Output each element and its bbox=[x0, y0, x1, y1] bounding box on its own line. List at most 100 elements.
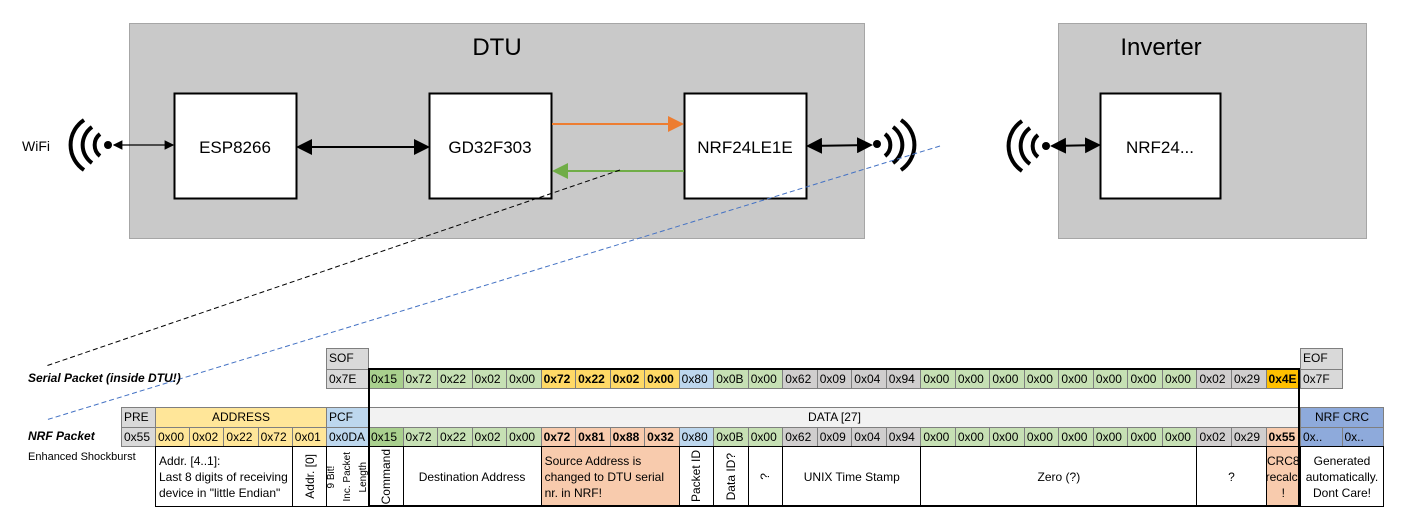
description-line: Last 8 digits of receiving bbox=[159, 469, 288, 484]
nrf-byte-cell: 0x00 bbox=[1023, 427, 1060, 447]
address-byte-cell: 0x01 bbox=[291, 427, 327, 447]
addr0-description: Addr. [0] bbox=[292, 446, 327, 507]
nrf24le1e-label: NRF24LE1E bbox=[697, 138, 792, 157]
pre-header: PRE bbox=[121, 407, 156, 428]
nrf-byte-cell: 0x00 bbox=[1058, 427, 1094, 447]
field-description-text: Packet ID bbox=[689, 450, 704, 503]
inverter-nrf-box bbox=[1099, 92, 1222, 200]
serial-byte-cell: 0x00 bbox=[644, 369, 680, 389]
field-description-text: Data ID? bbox=[723, 452, 738, 501]
field-description-text: Command bbox=[378, 448, 393, 505]
data-field-description: Destination Address bbox=[402, 446, 542, 507]
serial-byte-cell: 0x09 bbox=[816, 369, 853, 389]
wifi-label: WiFi bbox=[22, 138, 50, 154]
serial-byte-cell: 0x00 bbox=[1127, 369, 1163, 389]
serial-byte-cell: 0x22 bbox=[437, 369, 473, 389]
nrf-byte-cell: 0x81 bbox=[575, 427, 611, 447]
serial-packet-label: Serial Packet (inside DTU!) bbox=[28, 371, 181, 385]
field-description-text: Addr. [0] bbox=[302, 454, 317, 499]
field-description-text: UNIX Time Stamp bbox=[803, 469, 900, 484]
description-line: 9 Bit! bbox=[325, 465, 337, 488]
nrf-byte-cell: 0x55 bbox=[1265, 427, 1302, 447]
nrf-packet-sublabel: Enhanced Shockburst bbox=[28, 451, 136, 463]
nrf-byte-cell: 0x80 bbox=[678, 427, 715, 447]
field-description-text: ? bbox=[1228, 469, 1235, 484]
serial-byte-cell: 0x00 bbox=[747, 369, 784, 389]
sof-header: SOF bbox=[326, 348, 369, 370]
nrf-byte-cell: 0x00 bbox=[1127, 427, 1163, 447]
description-line: Addr. [4..1]: bbox=[159, 453, 221, 468]
serial-byte-cell: 0x22 bbox=[575, 369, 611, 389]
data-field-description: UNIX Time Stamp bbox=[782, 446, 922, 507]
serial-byte-cell: 0x72 bbox=[540, 369, 577, 389]
nrf-byte-cell: 0x88 bbox=[609, 427, 646, 447]
nrf-byte-cell: 0x00 bbox=[506, 427, 542, 447]
nrf-byte-cell: 0x94 bbox=[885, 427, 922, 447]
field-description-text: Destination Address bbox=[418, 469, 526, 484]
nrf-byte-cell: 0x62 bbox=[782, 427, 818, 447]
nrf-byte-cell: 0x00 bbox=[920, 427, 956, 447]
wifi-antenna-icon bbox=[68, 118, 112, 172]
inverter-nrf-label: NRF24... bbox=[1126, 138, 1194, 157]
nrf-byte-cell: 0x00 bbox=[1161, 427, 1198, 447]
field-description-text: CRC8 recalc. ! bbox=[1265, 453, 1301, 500]
nrf24le1e-box bbox=[683, 92, 808, 200]
pcf-header: PCF bbox=[326, 407, 369, 428]
nrf-byte-cell: 0x00 bbox=[747, 427, 784, 447]
nrf-byte-cell: 0x32 bbox=[644, 427, 680, 447]
serial-byte-cell: 0x02 bbox=[1196, 369, 1232, 389]
nrf-byte-cell: 0x04 bbox=[851, 427, 887, 447]
nrf-byte-cell: 0x09 bbox=[816, 427, 853, 447]
nrf-callout-line bbox=[45, 145, 941, 421]
serial-byte-cell: 0x80 bbox=[678, 369, 715, 389]
field-description-text: Zero (?) bbox=[1037, 469, 1081, 484]
inverter-title: Inverter bbox=[1120, 34, 1201, 61]
nrf-byte-cell: 0x00 bbox=[1092, 427, 1129, 447]
esp8266-label: ESP8266 bbox=[199, 138, 271, 157]
nrf-packet-label: NRF Packet bbox=[28, 429, 95, 443]
nrf-byte-cell: 0x00 bbox=[954, 427, 991, 447]
crc-byte-cell: 0x.. bbox=[1341, 427, 1384, 447]
serial-callout-line bbox=[45, 169, 621, 367]
serial-byte-cell: 0x00 bbox=[1023, 369, 1060, 389]
crc-description: Generated automatically. Dont Care! bbox=[1300, 446, 1384, 507]
field-description-text: Source Address is changed to DTU serial … bbox=[544, 453, 664, 500]
serial-byte-cell: 0x00 bbox=[1058, 369, 1094, 389]
serial-byte-cell: 0x00 bbox=[989, 369, 1025, 389]
nrf-byte-cell: 0x72 bbox=[540, 427, 577, 447]
eof-value: 0x7F bbox=[1300, 369, 1343, 389]
serial-byte-cell: 0x00 bbox=[506, 369, 542, 389]
address-byte-cell: 0x02 bbox=[189, 427, 225, 447]
serial-byte-cell: 0x04 bbox=[851, 369, 887, 389]
nrf-byte-cell: 0x00 bbox=[989, 427, 1025, 447]
description-line: device in "little Endian" bbox=[159, 485, 281, 500]
sof-value: 0x7E bbox=[326, 369, 369, 389]
serial-byte-cell: 0x94 bbox=[885, 369, 922, 389]
dtu-title: DTU bbox=[472, 34, 521, 61]
data-field-description: ? bbox=[747, 446, 784, 507]
data-field-description: Packet ID bbox=[678, 446, 715, 507]
description-line: Inc. Packet bbox=[341, 451, 353, 502]
address-byte-cell: 0x22 bbox=[223, 427, 259, 447]
data-field-description: Data ID? bbox=[713, 446, 749, 507]
data-header: DATA [27] bbox=[368, 407, 1301, 428]
address-byte-cell: 0x72 bbox=[257, 427, 293, 447]
address-byte-cell: 0x00 bbox=[155, 427, 191, 447]
data-field-description: Command bbox=[368, 446, 404, 507]
dtu-antenna-icon bbox=[873, 118, 917, 172]
serial-byte-cell: 0x02 bbox=[609, 369, 646, 389]
nrf-crc-header: NRF CRC bbox=[1300, 407, 1384, 428]
pcf-value: 0x0DA bbox=[326, 427, 369, 447]
field-description-text: ? bbox=[758, 473, 773, 480]
crc-byte-cell: 0x.. bbox=[1300, 427, 1343, 447]
data-field-description: CRC8 recalc. ! bbox=[1265, 446, 1302, 507]
serial-byte-cell: 0x4E bbox=[1265, 369, 1302, 389]
field-description-text: Generated automatically. Dont Care! bbox=[1305, 453, 1379, 500]
serial-byte-cell: 0x0B bbox=[713, 369, 749, 389]
nrf-byte-cell: 0x02 bbox=[471, 427, 508, 447]
nrf-byte-cell: 0x29 bbox=[1231, 427, 1267, 447]
serial-byte-cell: 0x00 bbox=[1092, 369, 1129, 389]
